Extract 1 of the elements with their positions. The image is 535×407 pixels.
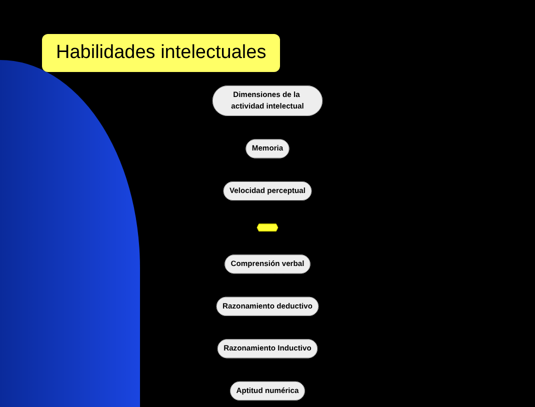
title: Habilidades intelectuales bbox=[42, 34, 280, 72]
